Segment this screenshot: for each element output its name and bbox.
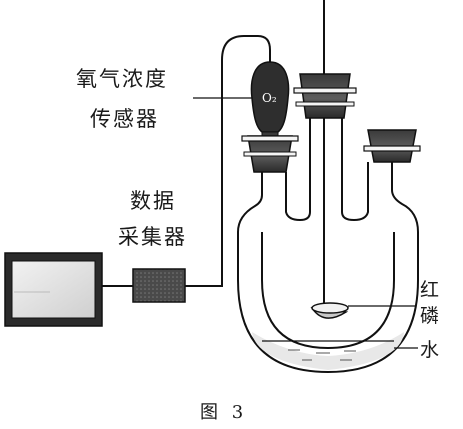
figure-caption: 图 3 <box>200 402 247 423</box>
data-collector <box>132 268 186 303</box>
sensor-label-line2: 传感器 <box>90 107 159 131</box>
sensor-tag: O₂ <box>262 91 277 105</box>
collector-label-line1: 数据 <box>130 189 176 213</box>
flask <box>237 118 419 374</box>
collector-label-line2: 采集器 <box>118 225 187 249</box>
stopper-right <box>363 129 421 163</box>
water <box>252 332 418 370</box>
phosphorus-label-line1: 红 <box>420 279 439 301</box>
phosphorus-label-line2: 磷 <box>420 305 439 327</box>
stopper-left <box>241 135 299 173</box>
monitor <box>4 252 103 327</box>
sensor-label-line1: 氧气浓度 <box>76 67 168 91</box>
stopper-center <box>293 73 357 119</box>
cable-collector-sensor <box>185 35 271 287</box>
water-label: 水 <box>420 339 439 361</box>
phosphorus-spoon <box>310 302 416 319</box>
